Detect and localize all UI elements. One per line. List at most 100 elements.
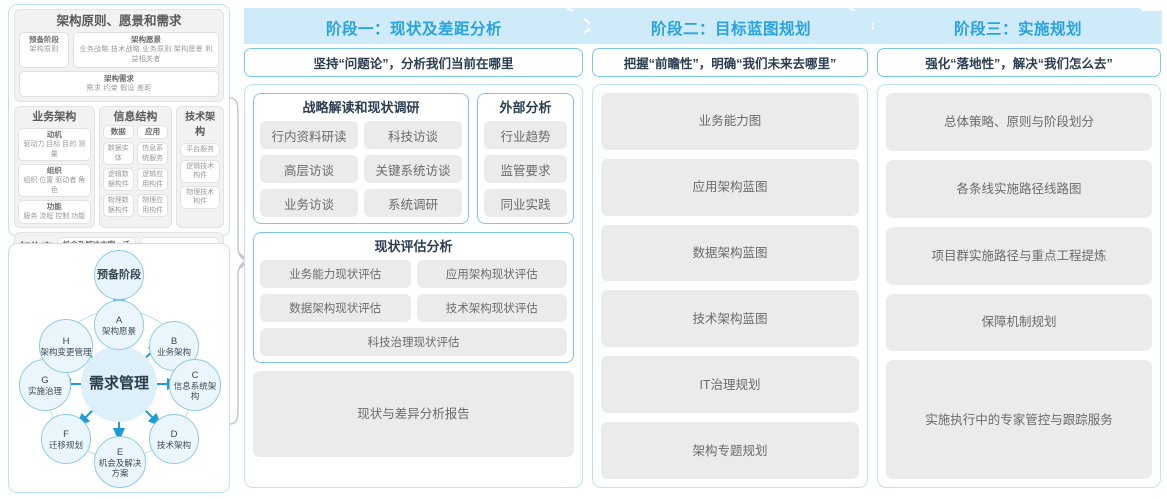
phase-2-item-5-label: 架构专题规划 <box>692 443 768 458</box>
phase-1-body: 战略解读和现状调研 行内资料研读 科技访谈 高层访谈 关键系统访谈 业务访谈 系… <box>244 84 583 488</box>
technology-architecture-column: 技术架构 平台服务 逻辑技术构件 物理技术构件 <box>176 106 224 228</box>
architecture-requirement-cell: 架构需求 需求 约束 假设 差距 <box>19 71 219 97</box>
phase-3-item-1[interactable]: 各条线实施路径线路图 <box>886 159 1152 218</box>
phase-2-item-4[interactable]: IT治理规划 <box>601 356 859 414</box>
external-analysis-card: 外部分析 行业趋势 监管要求 同业实践 <box>477 93 574 224</box>
adm-node-a[interactable]: A 架构愿景 <box>94 300 144 350</box>
data-subcolumn: 数据 数据实体 逻辑数据构件 物理数据构件 <box>102 125 134 217</box>
phase-2-subtitle-pill: 把握“前瞻性”，明确“我们未来去哪里” <box>592 48 868 77</box>
adm-center-title: 需求管理 <box>88 375 149 392</box>
togaf-content-framework-panel: 架构原则、愿景和需求 预备阶段 架构原则 架构愿景 业务战略 技术战略 业务原则… <box>8 4 230 278</box>
assessment-wide-item[interactable]: 科技治理现状评估 <box>260 328 567 356</box>
togaf-top-title: 架构原则、愿景和需求 <box>56 14 182 28</box>
phase-3-item-2[interactable]: 项目群实施路径与重点工程提炼 <box>886 226 1152 285</box>
logical-technology-item: 逻辑技术构件 <box>180 159 220 183</box>
research-item-2[interactable]: 高层访谈 <box>260 155 358 183</box>
phase-3-subtitle: 强化“落地性”，解决“我们怎么去” <box>925 57 1113 71</box>
adm-node-c-title: 信息系统架构 <box>173 380 217 401</box>
phase-3-item-4-label: 实施执行中的专家管控与跟踪服务 <box>925 412 1113 427</box>
information-system-service-label: 信息系统服务 <box>142 145 164 162</box>
external-item-0[interactable]: 行业趋势 <box>484 121 567 149</box>
phase-3-item-0[interactable]: 总体策略、原则与阶段划分 <box>886 93 1152 151</box>
logical-data-label: 逻辑数据构件 <box>107 171 129 188</box>
phases-region: 阶段一：现状及差距分析 阶段二：目标蓝图规划 阶段三：实施规划 坚持“问题论”，… <box>244 4 1162 495</box>
phase-3-item-3[interactable]: 保障机制规划 <box>886 293 1152 352</box>
research-item-4[interactable]: 业务访谈 <box>260 189 358 217</box>
phase-2-item-3[interactable]: 技术架构蓝图 <box>601 290 859 348</box>
architecture-principles-block: 架构原则、愿景和需求 预备阶段 架构原则 架构愿景 业务战略 技术战略 业务原则… <box>14 9 224 102</box>
phase-2-item-0[interactable]: 业务能力图 <box>601 93 859 150</box>
phase-3-item-2-label: 项目群实施路径与重点工程提炼 <box>931 248 1107 263</box>
adm-node-d[interactable]: D 技术架构 <box>149 414 199 464</box>
architecture-requirement-detail: 需求 约束 假设 差距 <box>86 85 152 92</box>
ba-item-function-detail: 服务 流程 控制 功能 <box>23 213 86 220</box>
phase-1-report-box[interactable]: 现状与差异分析报告 <box>253 371 574 457</box>
ba-item-function-head: 功能 <box>46 202 62 211</box>
phase-2-subtitle: 把握“前瞻性”，明确“我们未来去哪里” <box>623 57 837 71</box>
assessment-title: 现状评估分析 <box>374 239 453 254</box>
research-item-5[interactable]: 系统调研 <box>364 189 462 217</box>
phase-2-item-3-label: 技术架构蓝图 <box>692 311 768 326</box>
prep-phase-head: 预备阶段 <box>29 35 59 44</box>
phase-1-column: 坚持“问题论”，分析我们当前在哪里 战略解读和现状调研 行内资料研读 科技访谈 … <box>244 48 583 488</box>
physical-technology-label: 物理技术构件 <box>186 188 215 206</box>
adm-node-f-key: F <box>63 428 69 440</box>
phase-1-header: 阶段一：现状及差距分析 <box>244 11 584 44</box>
physical-data-label: 物理数据构件 <box>107 197 129 214</box>
adm-node-c[interactable]: C 信息系统架构 <box>169 359 221 411</box>
ba-item-motivation: 动机 驱动力 目标 目的 测量 <box>18 128 91 161</box>
current-state-assessment-card: 现状评估分析 业务能力现状评估 应用架构现状评估 数据架构现状评估 技术架构现状… <box>253 232 574 363</box>
adm-node-e[interactable]: E 机会及解决方案 <box>94 436 146 488</box>
phase-2-item-5[interactable]: 架构专题规划 <box>601 422 859 479</box>
adm-node-a-key: A <box>115 314 123 326</box>
phase-3-item-4[interactable]: 实施执行中的专家管控与跟踪服务 <box>886 360 1152 479</box>
phase-2-item-0-label: 业务能力图 <box>698 114 762 129</box>
research-item-0[interactable]: 行内资料研读 <box>260 121 358 149</box>
research-item-3[interactable]: 关键系统访谈 <box>364 155 462 183</box>
adm-node-h[interactable]: H 架构变更管理 <box>39 319 93 373</box>
phase-2-body: 业务能力图 应用架构蓝图 数据架构蓝图 技术架构蓝图 IT治理规划 架构专题规划 <box>592 84 868 488</box>
strategy-research-title: 战略解读和现状调研 <box>302 100 420 115</box>
assessment-item-2[interactable]: 数据架构现状评估 <box>260 294 411 322</box>
technology-architecture-title: 技术架构 <box>185 112 216 138</box>
adm-node-b[interactable]: B 业务架构 <box>149 321 199 371</box>
assessment-item-0[interactable]: 业务能力现状评估 <box>260 260 411 288</box>
phase-3-header: 阶段三：实施规划 <box>874 11 1162 44</box>
phase-2-header-text: 阶段二：目标蓝图规划 <box>650 20 811 38</box>
adm-node-f[interactable]: F 迁移规划 <box>41 414 91 464</box>
phase-3-item-1-label: 各条线实施路径线路图 <box>956 181 1082 196</box>
assessment-item-3[interactable]: 技术架构现状评估 <box>416 294 567 322</box>
adm-node-prep: 预备阶段 <box>94 250 144 300</box>
logical-data-item: 逻辑数据构件 <box>102 168 134 191</box>
phase-3-item-3-label: 保障机制规划 <box>981 315 1057 330</box>
phase-3-header-text: 阶段三：实施规划 <box>953 20 1082 38</box>
assessment-grid: 业务能力现状评估 应用架构现状评估 数据架构现状评估 技术架构现状评估 <box>260 260 567 322</box>
data-entity-label: 数据实体 <box>107 145 129 162</box>
adm-node-g-title: 实施治理 <box>27 385 62 396</box>
platform-service-item: 平台服务 <box>180 143 220 157</box>
adm-node-h-key: H <box>62 335 70 347</box>
ba-item-organization-detail: 组织 位置 驱动者 角色 <box>23 177 86 194</box>
external-item-2[interactable]: 同业实践 <box>484 189 567 217</box>
assessment-wide-row: 科技治理现状评估 <box>260 328 567 356</box>
phase-2-item-1-label: 应用架构蓝图 <box>692 180 768 195</box>
prep-phase-detail: 架构原则 <box>29 46 59 53</box>
research-item-1[interactable]: 科技访谈 <box>364 121 462 149</box>
adm-cycle-panel: 需求管理 预备阶段 A 架构愿景 B 业务架构 C 信息系统架构 D 技术架构 <box>8 243 230 493</box>
phase-1-top-row: 战略解读和现状调研 行内资料研读 科技访谈 高层访谈 关键系统访谈 业务访谈 系… <box>253 93 574 224</box>
external-analysis-grid: 行业趋势 监管要求 同业实践 <box>484 121 567 217</box>
phase-2-item-2-label: 数据架构蓝图 <box>692 246 768 261</box>
phase-2-item-1[interactable]: 应用架构蓝图 <box>601 158 859 216</box>
physical-application-item: 物理应用构件 <box>136 194 169 217</box>
external-item-1[interactable]: 监管要求 <box>484 155 567 183</box>
adm-node-g[interactable]: G 实施治理 <box>19 359 71 411</box>
strategy-research-card: 战略解读和现状调研 行内资料研读 科技访谈 高层访谈 关键系统访谈 业务访谈 系… <box>253 93 469 224</box>
data-subcolumn-head-box: 数据 <box>102 125 134 139</box>
logical-application-label: 逻辑应用构件 <box>142 171 164 188</box>
architecture-vision-cell: 架构愿景 业务战略 技术战略 业务原则 架构愿景 利益相关者 <box>73 32 219 68</box>
phase-1-report-label: 现状与差异分析报告 <box>357 407 470 421</box>
application-subcolumn-head-box: 应用 <box>136 125 169 139</box>
assessment-item-1[interactable]: 应用架构现状评估 <box>416 260 567 288</box>
phase-2-item-2[interactable]: 数据架构蓝图 <box>601 224 859 282</box>
